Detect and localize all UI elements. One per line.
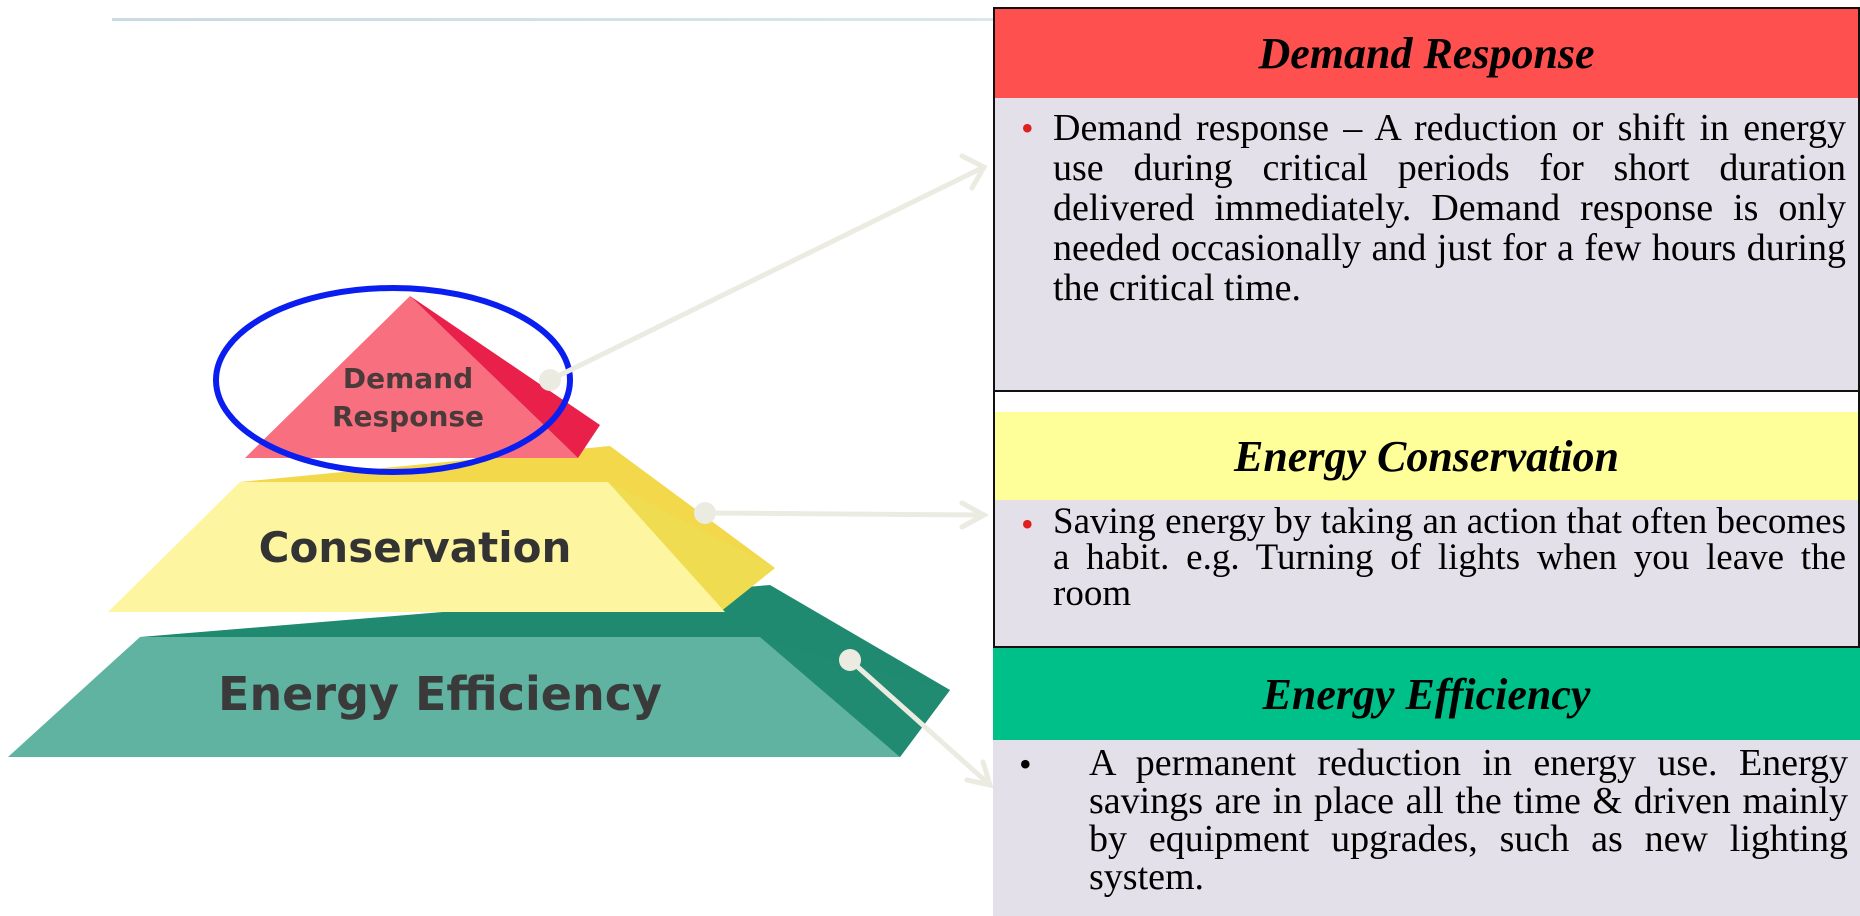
efficiency-tier-front-face (8, 637, 900, 757)
arrowhead-efficiency (964, 759, 994, 789)
energy-efficiency-body: • A permanent reduction in energy use. E… (993, 740, 1860, 916)
arrowhead-conservation (959, 500, 990, 530)
demand-response-front-face (245, 296, 578, 458)
energy-efficiency-bullet-item: • A permanent reduction in energy use. E… (1019, 744, 1848, 896)
energy-efficiency-description: A permanent reduction in energy use. Ene… (1089, 742, 1848, 898)
arrowhead-demand-response (959, 153, 988, 191)
demand-response-body: • Demand response – A reduction or shift… (995, 98, 1858, 392)
conservation-tier-side-face (608, 482, 775, 612)
pyramid-tier-energy-efficiency: Energy Efficiency (8, 585, 950, 757)
demand-response-title: Demand Response (995, 9, 1858, 98)
demand-response-description: Demand response – A reduction or shift i… (1053, 107, 1846, 309)
energy-conservation-title: Energy Conservation (995, 412, 1858, 500)
pyramid-tier-conservation: Conservation (108, 446, 775, 612)
energy-conservation-panel: Energy Conservation • Saving energy by t… (993, 390, 1860, 646)
connector-dot-conservation (694, 502, 716, 524)
demand-response-label-line2: Response (332, 400, 484, 433)
efficiency-tier-side-face (760, 640, 950, 757)
bullet-marker: • (1021, 108, 1034, 148)
energy-conservation-description: Saving energy by taking an action that o… (1053, 501, 1846, 614)
top-divider-line (112, 18, 1012, 21)
energy-efficiency-panel: Energy Efficiency • A permanent reductio… (993, 646, 1860, 916)
energy-pyramid-diagram: Energy Efficiency Conservation Demand Re… (8, 153, 994, 789)
connector-arrows (547, 153, 994, 789)
conservation-tier-label: Conservation (259, 523, 572, 572)
arrow-to-conservation (702, 510, 987, 518)
energy-conservation-body: • Saving energy by taking an action that… (995, 500, 1858, 646)
energy-efficiency-title: Energy Efficiency (993, 648, 1860, 740)
arrow-to-efficiency (847, 657, 993, 788)
bullet-marker: • (1019, 744, 1032, 784)
connector-dot-demand-response (539, 369, 561, 391)
energy-conservation-bullet-item: • Saving energy by taking an action that… (1021, 501, 1846, 614)
connector-dot-efficiency (839, 649, 861, 671)
highlight-ellipse (213, 285, 573, 475)
demand-response-label-line1: Demand (343, 362, 473, 395)
demand-response-panel: Demand Response • Demand response – A re… (993, 7, 1860, 392)
conservation-tier-front-face (108, 482, 725, 612)
efficiency-tier-label: Energy Efficiency (218, 667, 662, 721)
arrow-to-demand-response (547, 164, 987, 383)
demand-response-bullet-item: • Demand response – A reduction or shift… (1021, 108, 1846, 308)
bullet-marker: • (1021, 504, 1034, 544)
